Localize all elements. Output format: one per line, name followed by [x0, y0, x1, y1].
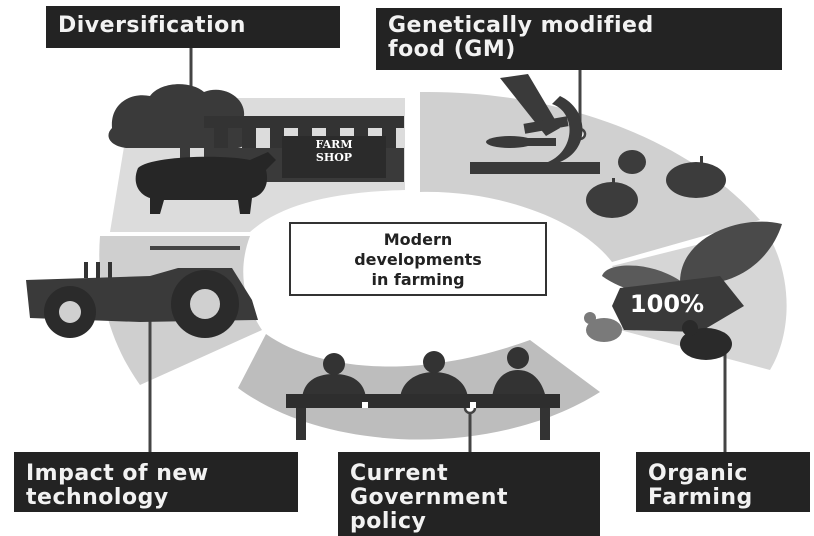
- person-head: [323, 353, 345, 375]
- chicken-icons: [584, 312, 732, 360]
- person-body: [400, 372, 468, 398]
- panel-table: [286, 394, 560, 408]
- farm-shop-icon: [204, 116, 404, 182]
- tractor-icon: [26, 246, 258, 338]
- person-head: [507, 347, 529, 369]
- chicken-icon: [680, 328, 732, 360]
- organic-badge-icon: [612, 276, 744, 332]
- cow-icon: [135, 152, 276, 214]
- person-body: [492, 370, 546, 398]
- microscope-icon: [470, 74, 600, 174]
- apple-icon: [586, 182, 638, 218]
- apple-icons: [586, 150, 726, 218]
- label-gm-food: Genetically modified food (GM): [376, 8, 782, 70]
- government-panel-icon: [286, 347, 560, 440]
- organic-badge-text: 100%: [629, 290, 705, 318]
- apple-icon: [666, 162, 726, 198]
- apple-icon: [618, 150, 646, 174]
- label-technology: Impact of new technology: [14, 452, 298, 512]
- ring-sector-gm: [420, 91, 760, 262]
- connector-lines: [148, 48, 727, 452]
- farm-shop-sign: FARM SHOP: [315, 138, 353, 164]
- person-head: [423, 351, 445, 373]
- person-body: [302, 374, 366, 398]
- label-diversification: Diversification: [46, 6, 340, 48]
- label-organic: Organic Farming: [636, 452, 810, 512]
- center-title: Modern developments in farming: [289, 222, 547, 296]
- chicken-icon: [586, 318, 622, 342]
- label-government: Current Government policy: [338, 452, 600, 536]
